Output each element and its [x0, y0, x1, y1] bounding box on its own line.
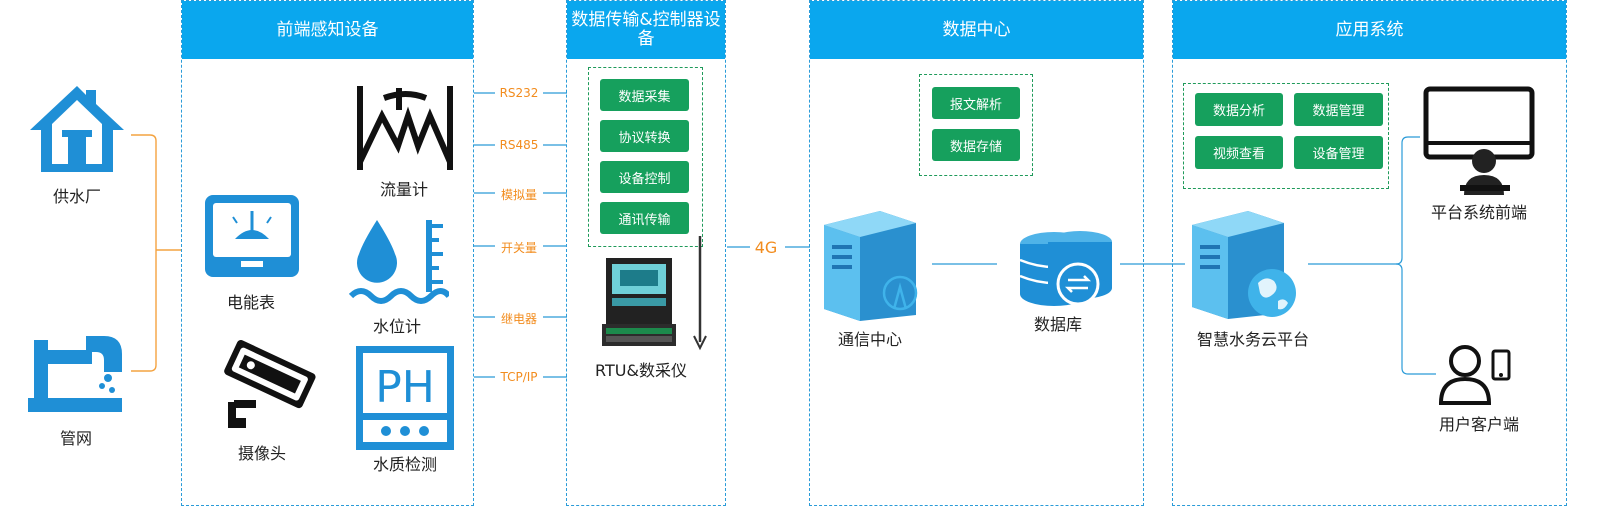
- protocol-relay: 继电器: [500, 312, 538, 326]
- camera-label: 摄像头: [237, 444, 287, 463]
- client-label: 用户客户端: [1438, 415, 1520, 434]
- flowmeter-label: 流量计: [379, 180, 429, 199]
- rtu-function-item: 通讯传输: [600, 202, 689, 234]
- datacenter-function-item: 报文解析: [932, 87, 1020, 119]
- datacenter-function-item: 数据存储: [932, 129, 1020, 161]
- application-function-item: 数据管理: [1294, 93, 1383, 126]
- column-datacenter-title: 数据中心: [810, 1, 1143, 59]
- rtu-label: RTU&数采仪: [595, 361, 687, 380]
- flowmeter-icon: [357, 86, 453, 170]
- water-level-label: 水位计: [372, 317, 422, 336]
- network-4g-label: 4G: [754, 238, 778, 257]
- column-application: 应用系统: [1172, 0, 1567, 506]
- protocol-tcpip: TCP/IP: [500, 370, 538, 384]
- cloud-platform-label: 智慧水务云平台: [1196, 330, 1310, 349]
- database-icon: [1019, 231, 1112, 306]
- pipe-network-icon: [28, 336, 122, 412]
- protocol-rs232: RS232: [499, 86, 539, 100]
- camera-icon: [224, 340, 316, 428]
- water-level-icon: [349, 220, 449, 304]
- comm-center-label: 通信中心: [837, 330, 903, 349]
- water-quality-icon: PH: [356, 346, 454, 450]
- column-transport: 数据传输&控制器设备: [566, 0, 726, 506]
- application-function-item: 视频查看: [1195, 136, 1283, 169]
- frontend-monitor-icon: [1423, 86, 1535, 195]
- comm-center-server-icon: [824, 211, 918, 321]
- database-label: 数据库: [1033, 315, 1083, 334]
- pipe-network-label: 管网: [59, 429, 93, 448]
- energy-meter-label: 电能表: [226, 293, 276, 312]
- rtu-function-item: 设备控制: [600, 161, 689, 193]
- water-plant-icon: [30, 86, 124, 172]
- column-sensors: 前端感知设备: [181, 0, 474, 506]
- protocol-analog: 模拟量: [500, 188, 538, 202]
- datacenter-function-group: [919, 74, 1033, 176]
- rtu-function-item: 协议转换: [600, 120, 689, 152]
- water-quality-label: 水质检测: [372, 455, 438, 474]
- rtu-device-icon: [602, 236, 707, 351]
- column-sensors-title: 前端感知设备: [182, 1, 473, 59]
- application-function-item: 数据分析: [1195, 93, 1283, 126]
- protocol-rs485: RS485: [499, 138, 539, 152]
- energy-meter-icon: [205, 195, 299, 277]
- protocol-switch: 开关量: [500, 241, 538, 255]
- client-user-icon: [1438, 345, 1511, 405]
- cloud-platform-server-icon: [1192, 211, 1296, 319]
- column-application-title: 应用系统: [1173, 1, 1566, 59]
- rtu-function-item: 数据采集: [600, 79, 689, 111]
- application-function-item: 设备管理: [1294, 136, 1383, 169]
- column-transport-title: 数据传输&控制器设备: [567, 1, 725, 59]
- ph-text: PH: [375, 362, 435, 413]
- water-plant-label: 供水厂: [52, 187, 102, 206]
- column-datacenter: 数据中心: [809, 0, 1144, 506]
- frontend-label: 平台系统前端: [1430, 203, 1528, 222]
- rtu-function-group: [588, 67, 703, 247]
- application-function-group: [1183, 83, 1389, 189]
